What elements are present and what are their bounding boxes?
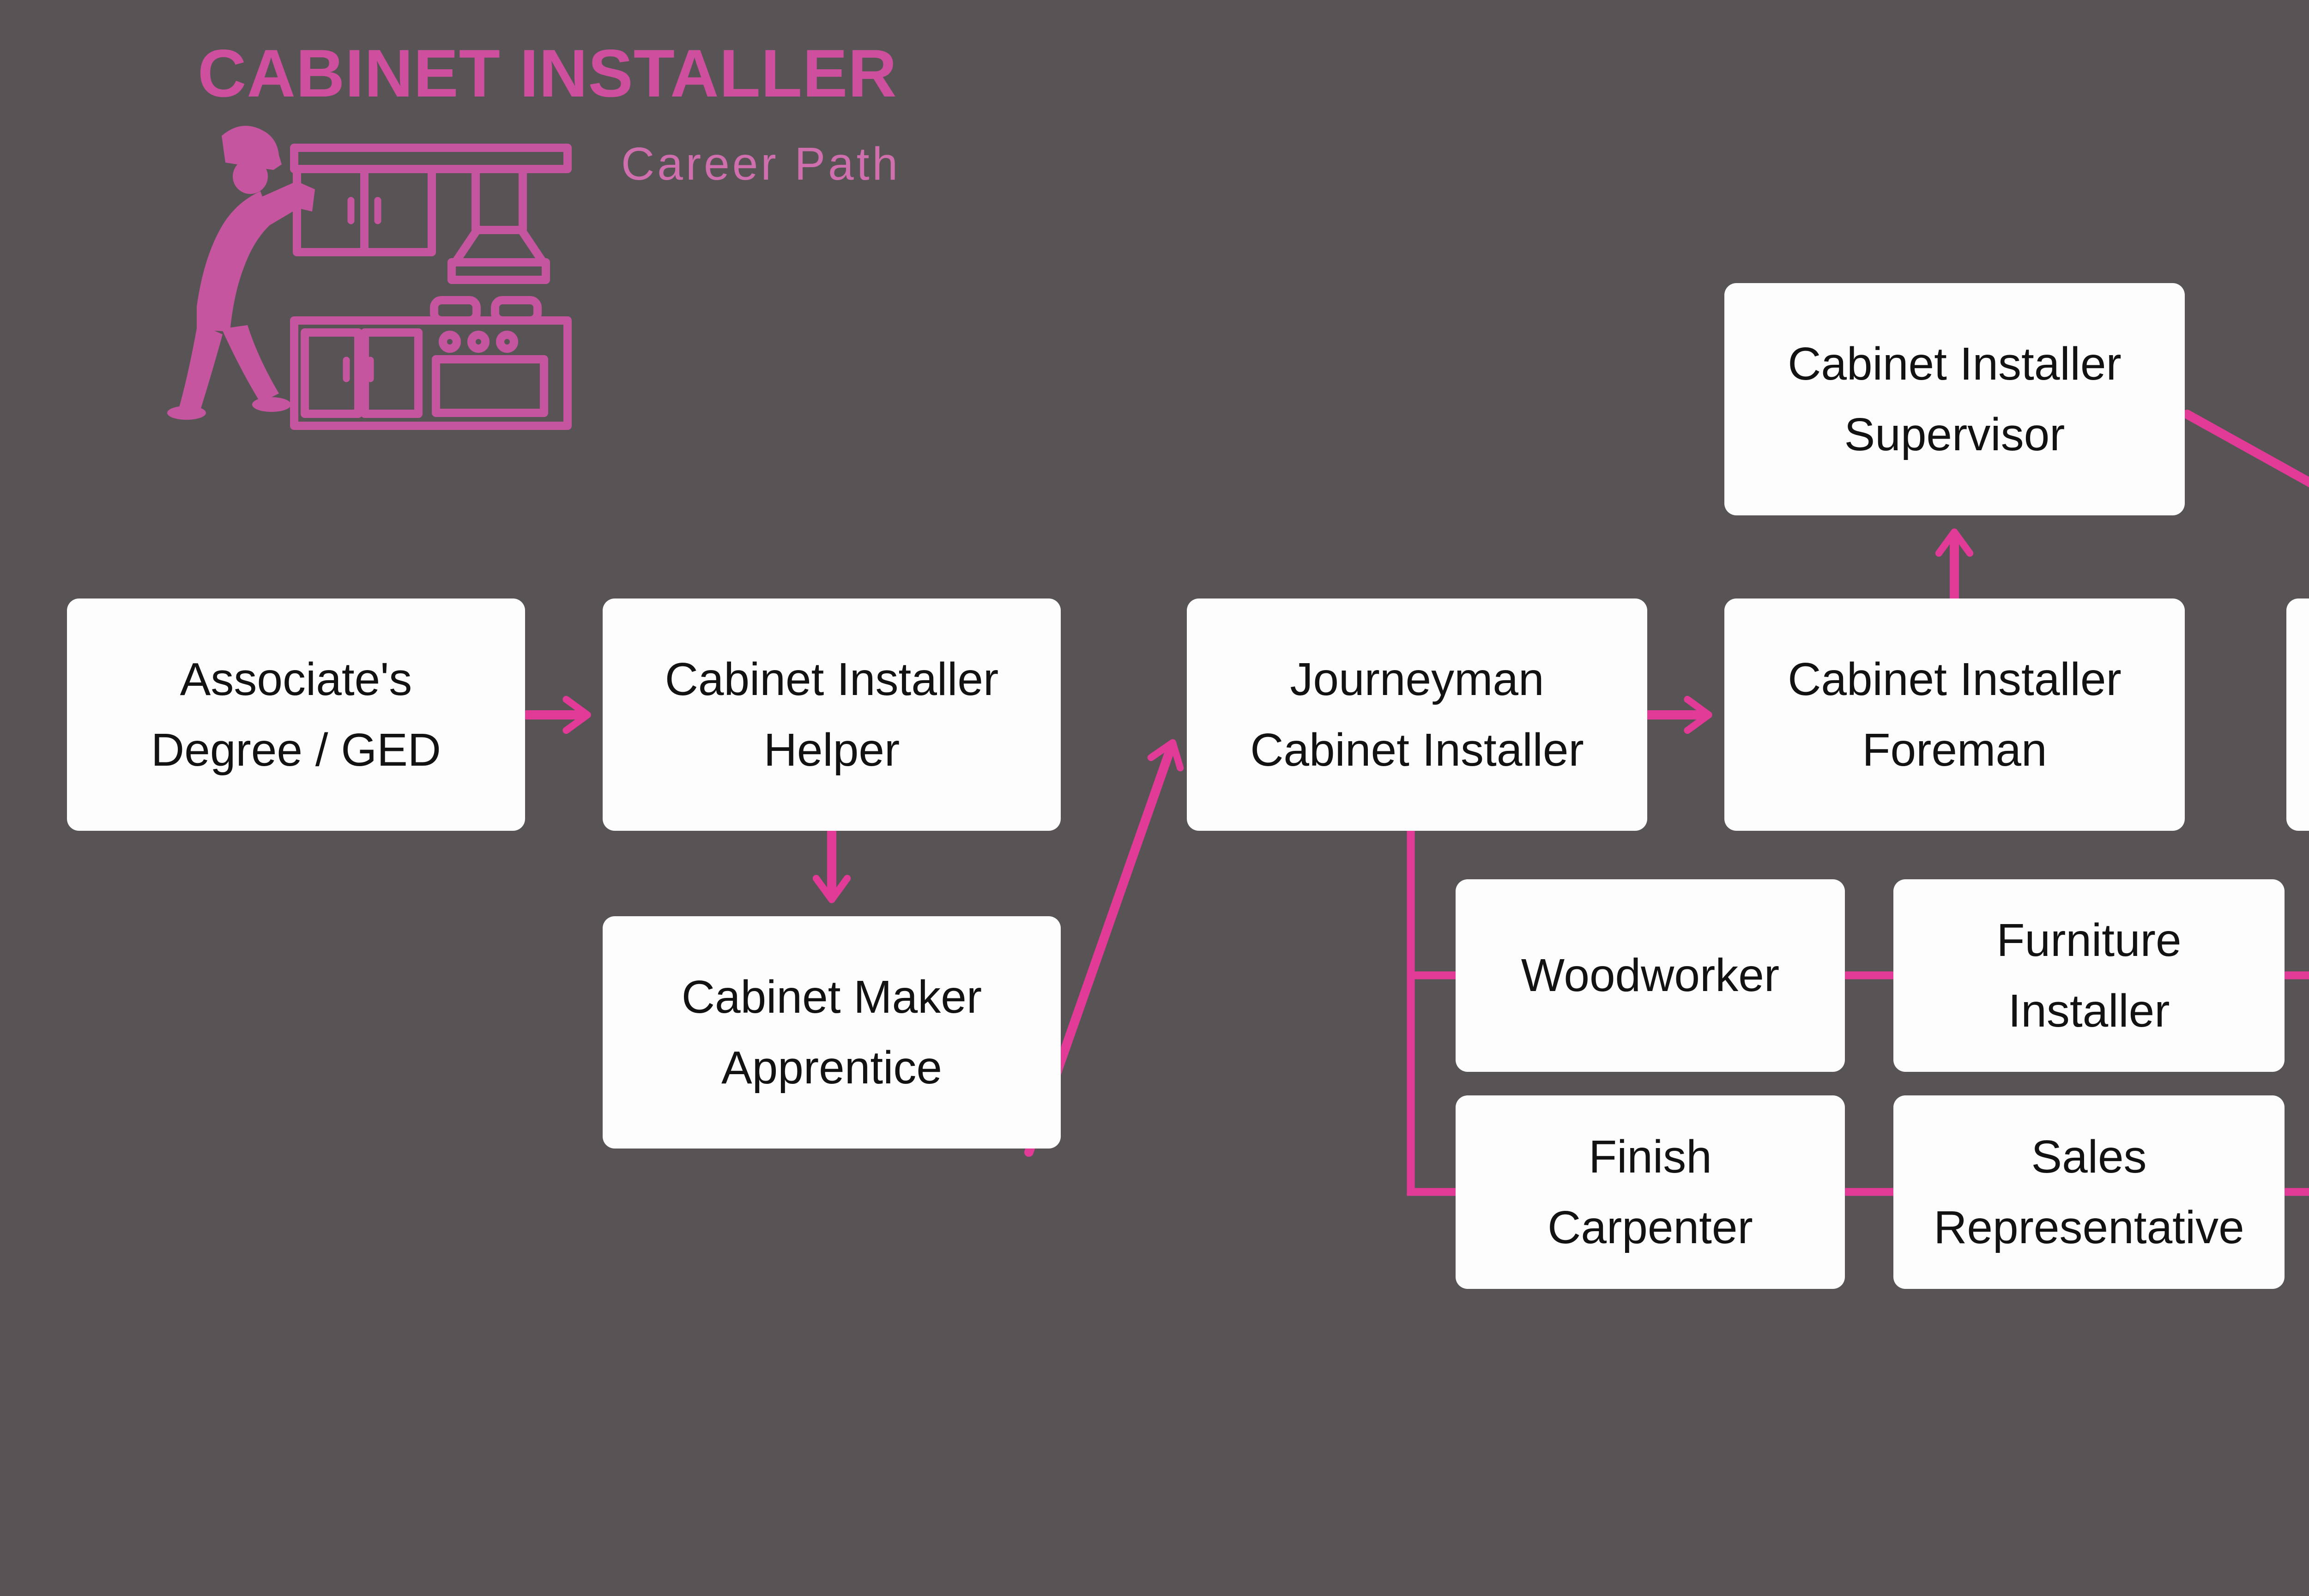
edge-supervisor-manager-arrow [2182, 410, 2309, 488]
node-label: Furniture Installer [1996, 914, 2182, 1037]
node-label: Cabinet Installer Helper [665, 653, 999, 776]
worker-silhouette [167, 126, 315, 420]
node-woodworker: Woodworker [1456, 879, 1845, 1072]
node-finish-carpenter: Finish Carpenter [1456, 1095, 1845, 1289]
node-label: Cabinet Maker Apprentice [681, 971, 982, 1094]
node-label: Woodworker [1521, 949, 1780, 1001]
node-cabinet-maker-apprentice: Cabinet Maker Apprentice [603, 916, 1061, 1149]
node-label: Cabinet Installer Foreman [1788, 653, 2122, 776]
node-label: Associate's Degree / GED [151, 653, 441, 776]
node-associates-degree-ged: Associate's Degree / GED [67, 598, 525, 831]
node-cabinet-installer-foreman: Cabinet Installer Foreman [1724, 598, 2185, 831]
node-label: Sales Representative [1934, 1130, 2244, 1253]
node-sales-representative: Sales Representative [1893, 1095, 2285, 1289]
cabinet-installer-worker-icon [167, 126, 572, 430]
node-cabinet-installer-supervisor: Cabinet Installer Supervisor [1724, 283, 2185, 515]
kitchen-line-art [290, 144, 572, 430]
node-label: Cabinet Installer Supervisor [1788, 338, 2122, 460]
node-cabinet-installer-manager: Cabinet Installer Manager [2286, 598, 2309, 831]
node-cabinet-installer-helper: Cabinet Installer Helper [603, 598, 1061, 831]
node-journeyman-cabinet-installer: Journeyman Cabinet Installer [1187, 598, 1647, 831]
node-label: Finish Carpenter [1547, 1130, 1753, 1253]
node-furniture-installer: Furniture Installer [1893, 879, 2285, 1072]
page-title: CABINET INSTALLER [198, 36, 897, 111]
page-subtitle: Career Path [621, 138, 901, 190]
node-label: Journeyman Cabinet Installer [1250, 653, 1584, 776]
